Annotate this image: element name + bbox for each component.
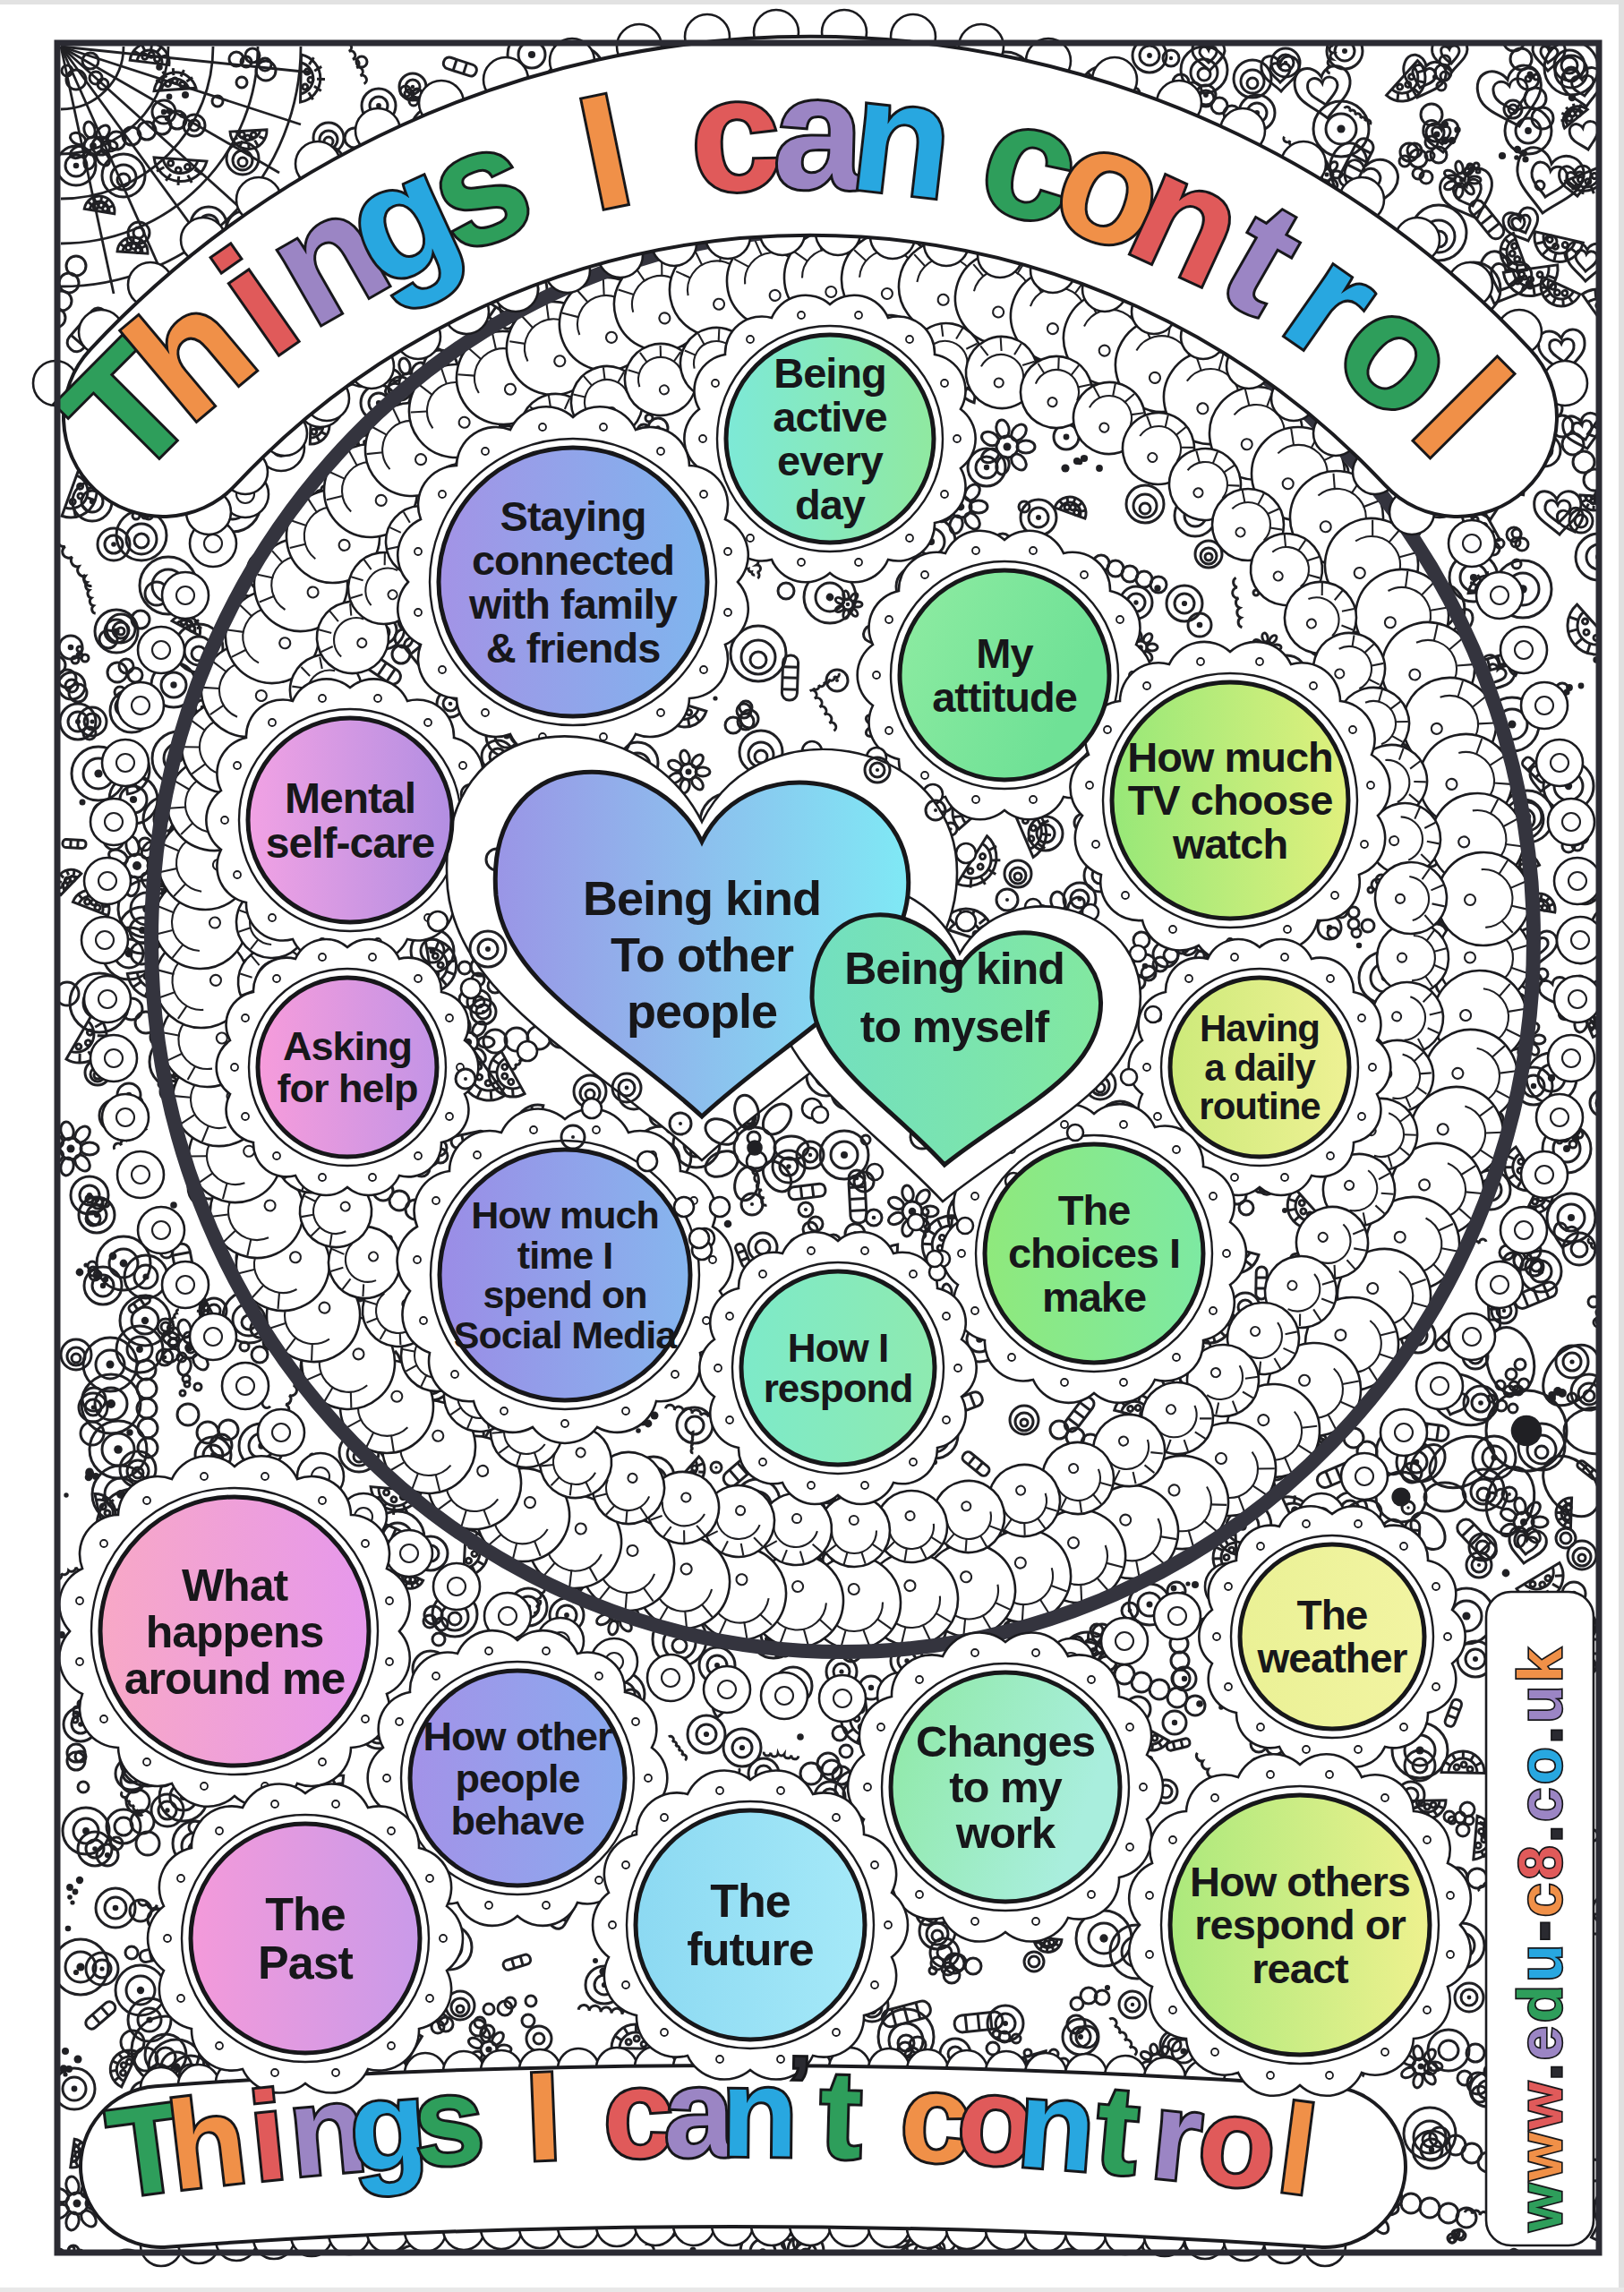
svg-text:time I: time I [517,1234,612,1277]
svg-text:attitude: attitude [932,673,1077,721]
svg-text:active: active [773,393,886,440]
svg-text:My: My [976,629,1033,677]
svg-text:What: What [182,1561,289,1611]
svg-text:work: work [955,1809,1056,1857]
svg-text:n: n [843,43,962,233]
svg-text:self-care: self-care [266,819,435,867]
svg-text:spend on: spend on [483,1273,646,1316]
svg-text:n: n [721,2042,799,2184]
svg-text:future: future [687,1923,813,1975]
svg-text:connected: connected [472,536,674,584]
svg-text:Mental: Mental [285,774,415,822]
svg-text:with family: with family [468,580,678,628]
svg-text:How I: How I [788,1326,888,1370]
svg-text:To other: To other [611,928,794,981]
svg-text:The: The [710,1875,791,1927]
svg-text:Asking: Asking [283,1023,412,1069]
svg-text:weather: weather [1257,1635,1408,1681]
svg-text:day: day [795,481,866,528]
svg-text:& friends: & friends [486,624,661,671]
svg-text:people: people [627,984,777,1038]
svg-text:How much: How much [471,1193,658,1236]
svg-text:Being: Being [774,349,886,397]
svg-text:routine: routine [1199,1085,1320,1127]
svg-text:happens: happens [146,1607,324,1657]
svg-text:The: The [1058,1186,1131,1234]
svg-text:react: react [1252,1945,1349,1992]
svg-text:watch: watch [1172,820,1287,868]
svg-text:people: people [455,1756,579,1801]
svg-text:c: c [685,41,786,227]
svg-text:to my: to my [949,1763,1062,1811]
svg-text:Staying: Staying [500,492,646,540]
svg-text:Being kind: Being kind [583,871,821,925]
svg-text:for help: for help [278,1065,418,1111]
svg-text:make: make [1042,1273,1146,1321]
svg-text:every: every [777,437,884,484]
svg-text:respond: respond [764,1366,913,1410]
svg-text:t: t [818,2043,864,2185]
svg-text:a daily: a daily [1204,1047,1316,1089]
svg-text:around me: around me [124,1654,346,1704]
svg-text:How other: How other [423,1714,612,1759]
svg-text:How others: How others [1190,1858,1410,1905]
svg-text:The: The [265,1888,346,1940]
svg-text:Changes: Changes [916,1717,1095,1766]
svg-text:Past: Past [258,1937,354,1988]
svg-text:I: I [523,2045,563,2186]
svg-text:How much: How much [1127,733,1333,781]
svg-text:The: The [1297,1592,1368,1638]
svg-text:h: h [161,2068,253,2217]
svg-text:s: s [409,2048,487,2193]
svg-text:respond or: respond or [1194,1901,1406,1948]
svg-text:n: n [1013,2052,1100,2198]
svg-text:Having: Having [1200,1007,1320,1049]
svg-text:Being kind: Being kind [844,944,1064,994]
svg-text:o: o [1192,2068,1284,2217]
svg-text:behave: behave [450,1798,584,1843]
svg-text:choices I: choices I [1008,1229,1180,1277]
svg-text:to myself: to myself [860,1002,1050,1052]
svg-text:www.edu-c8.co.uk: www.edu-c8.co.uk [1506,1645,1574,2232]
svg-text:Social Media: Social Media [454,1313,679,1356]
svg-text:’: ’ [789,2041,811,2125]
svg-text:TV choose: TV choose [1128,776,1333,824]
